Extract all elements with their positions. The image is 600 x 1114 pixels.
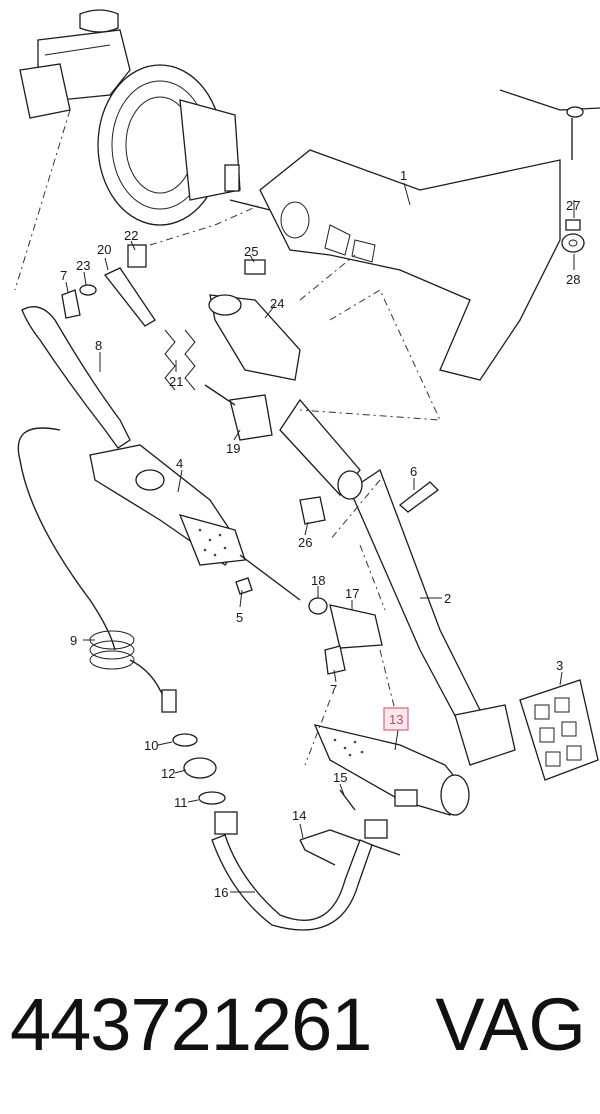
callout-12: 12 [161, 766, 175, 781]
callout-22: 22 [124, 228, 138, 243]
callout-9: 9 [70, 633, 77, 648]
callout-10: 10 [144, 738, 158, 753]
over-center-spring [208, 259, 301, 381]
nut-27-28 [561, 219, 585, 253]
leader-lines [65, 182, 575, 893]
brand-name: VAG [435, 983, 586, 1066]
callout-19: 19 [226, 441, 240, 456]
callout-14: 14 [292, 808, 306, 823]
pedal-pad [519, 679, 599, 781]
callout-23: 23 [76, 258, 90, 273]
clutch-slave-cylinder [313, 724, 470, 816]
callout-18: 18 [311, 573, 325, 588]
clip-and-pin [299, 789, 401, 866]
callout-1: 1 [400, 168, 407, 183]
callout-3: 3 [556, 658, 563, 673]
callout-27: 27 [566, 198, 580, 213]
callout-28: 28 [566, 272, 580, 287]
coiled-pipe [17, 427, 177, 713]
reservoir-hose [21, 306, 131, 449]
callout-20: 20 [97, 242, 111, 257]
callout-13: 13 [389, 712, 403, 727]
callout-4: 4 [176, 456, 183, 471]
pedal-bracket [259, 89, 600, 381]
callout-25: 25 [244, 244, 258, 259]
callout-15: 15 [333, 770, 347, 785]
seals-10-11-12 [172, 733, 226, 805]
callout-7-lower: 7 [330, 682, 337, 697]
clevis-fork [308, 597, 383, 649]
callout-24: 24 [270, 296, 284, 311]
callout-6: 6 [410, 464, 417, 479]
callout-17: 17 [345, 586, 359, 601]
brake-booster [97, 64, 271, 226]
exploded-parts-diagram: 1 2 3 4 5 6 7 7 8 9 10 11 12 13 14 15 16… [14, 9, 600, 931]
callout-26: 26 [298, 535, 312, 550]
brake-reservoir [19, 9, 131, 119]
part-number: 443721261 [10, 983, 372, 1066]
callout-2: 2 [444, 591, 451, 606]
callout-8: 8 [95, 338, 102, 353]
footer: 443721261 VAG [0, 975, 600, 1085]
assembly-guide-lines [14, 109, 441, 766]
flexible-hose [211, 811, 388, 931]
pushrod-assembly [79, 244, 273, 441]
callout-7-upper: 7 [60, 268, 67, 283]
callout-5: 5 [236, 610, 243, 625]
clutch-pedal [279, 398, 516, 766]
callout-21: 21 [169, 374, 183, 389]
callout-11: 11 [174, 795, 188, 810]
retainer-clips [61, 289, 439, 675]
highlight-box-13 [383, 707, 409, 731]
clutch-master-cylinder [89, 444, 301, 601]
callout-labels: 1 2 3 4 5 6 7 7 8 9 10 11 12 13 14 15 16… [60, 168, 580, 900]
callout-16: 16 [214, 885, 228, 900]
